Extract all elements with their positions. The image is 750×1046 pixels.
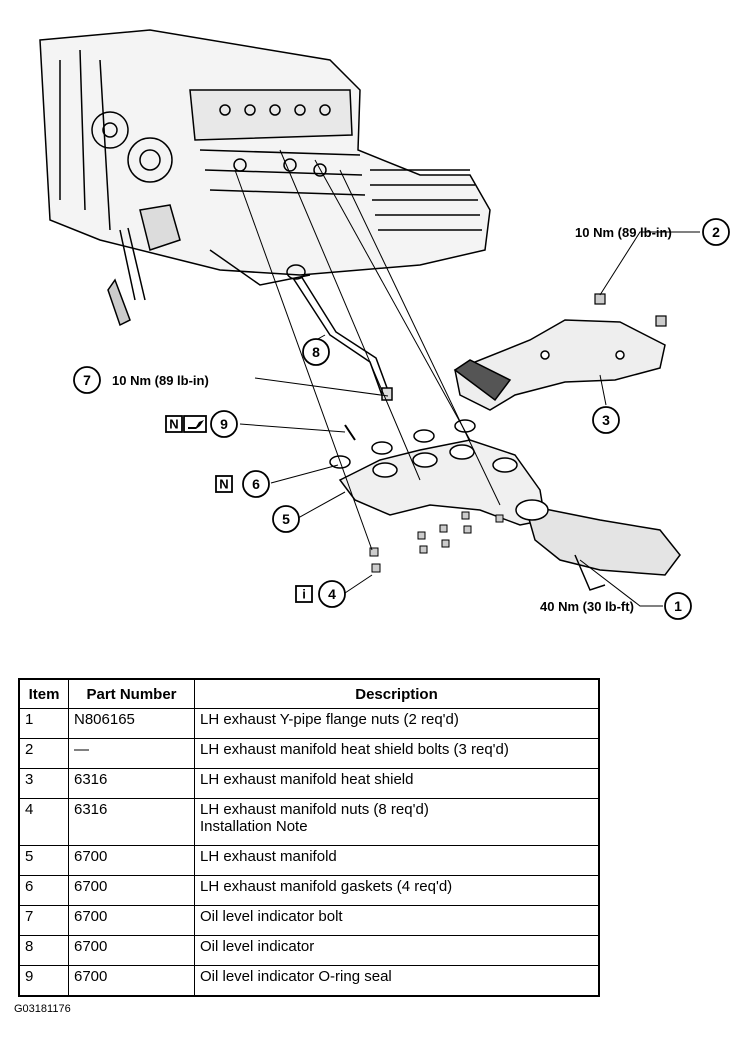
svg-text:1: 1 [674, 598, 682, 614]
svg-text:6: 6 [252, 476, 260, 492]
svg-text:5: 5 [282, 511, 290, 527]
cell-item: 1 [18, 708, 69, 739]
cell-item: 2 [18, 738, 69, 769]
svg-text:9: 9 [220, 416, 228, 432]
heat-shield [453, 319, 666, 411]
parts-table: Item Part Number Description 1 N806165 L… [18, 678, 600, 997]
cell-desc: LH exhaust manifold gaskets (4 req'd) [194, 875, 600, 906]
leader-lines [234, 149, 700, 607]
cell-item: 8 [18, 935, 69, 966]
cell-part: — [68, 738, 195, 769]
cell-item: 5 [18, 845, 69, 876]
callout-7: 7 10 Nm (89 lb-in) [73, 366, 209, 394]
table-row: 4 6316 LH exhaust manifold nuts (8 req'd… [18, 798, 600, 846]
manifold-nuts [369, 511, 504, 573]
svg-text:3: 3 [602, 412, 610, 428]
cell-item: 3 [18, 768, 69, 799]
cell-desc: Oil level indicator bolt [194, 905, 600, 936]
cell-part: 6700 [68, 935, 195, 966]
cell-desc: LH exhaust Y-pipe flange nuts (2 req'd) [194, 708, 600, 739]
catalytic-converter [515, 499, 681, 591]
cell-desc: Oil level indicator O-ring seal [194, 965, 600, 997]
svg-text:N: N [169, 417, 178, 432]
cell-desc: LH exhaust manifold nuts (8 req'd) Insta… [194, 798, 600, 846]
cell-desc: LH exhaust manifold heat shield [194, 768, 600, 799]
cell-part: 6700 [68, 845, 195, 876]
callout-3: 3 [592, 406, 620, 434]
cell-desc: Oil level indicator [194, 935, 600, 966]
table-header-row: Item Part Number Description [18, 678, 600, 709]
svg-text:7: 7 [83, 372, 91, 388]
table-row: 5 6700 LH exhaust manifold [18, 845, 600, 876]
exhaust-manifold [338, 439, 546, 526]
callout-9: N 9 [165, 410, 238, 438]
oil-level-indicator [286, 264, 393, 441]
svg-text:8: 8 [312, 344, 320, 360]
table-row: 1 N806165 LH exhaust Y-pipe flange nuts … [18, 708, 600, 739]
header-description: Description [194, 678, 600, 709]
engine-illustration [39, 29, 491, 327]
cell-desc-text: LH exhaust manifold nuts (8 req'd) [200, 801, 429, 818]
cell-desc: LH exhaust manifold heat shield bolts (3… [194, 738, 600, 769]
cell-item: 7 [18, 905, 69, 936]
cell-part: 6700 [68, 875, 195, 906]
header-item: Item [18, 678, 69, 709]
header-part-number: Part Number [68, 678, 195, 709]
cell-part: N806165 [68, 708, 195, 739]
cell-part: 6700 [68, 905, 195, 936]
cell-part: 6316 [68, 768, 195, 799]
table-row: 7 6700 Oil level indicator bolt [18, 905, 600, 936]
installation-note-link[interactable]: Installation Note [200, 818, 308, 835]
cell-item: 4 [18, 798, 69, 846]
cell-part: 6700 [68, 965, 195, 997]
svg-text:2: 2 [712, 224, 720, 240]
oil-can-icon [188, 420, 204, 429]
figure-code: G03181176 [14, 1003, 71, 1015]
callout-6: N 6 [215, 470, 270, 498]
svg-text:N: N [219, 477, 228, 492]
callout-8: 8 [302, 338, 330, 366]
callout-4: i 4 [295, 580, 346, 608]
cell-item: 9 [18, 965, 69, 997]
table-row: 6 6700 LH exhaust manifold gaskets (4 re… [18, 875, 600, 906]
svg-text:40 Nm (30 lb-ft): 40 Nm (30 lb-ft) [540, 599, 634, 614]
exhaust-manifold-diagram: 40 Nm (30 lb-ft) 1 10 Nm (89 lb-in) 2 3 … [39, 29, 730, 620]
svg-text:i: i [302, 587, 306, 602]
callout-5: 5 [272, 505, 300, 533]
table-row: 3 6316 LH exhaust manifold heat shield [18, 768, 600, 799]
svg-text:10 Nm (89 lb-in): 10 Nm (89 lb-in) [575, 225, 672, 240]
table-row: 8 6700 Oil level indicator [18, 935, 600, 966]
cell-part: 6316 [68, 798, 195, 846]
callout-1: 40 Nm (30 lb-ft) 1 [540, 592, 692, 620]
heat-shield-bolts [594, 293, 667, 327]
cell-item: 6 [18, 875, 69, 906]
callout-2: 10 Nm (89 lb-in) 2 [575, 218, 730, 246]
table-row: 9 6700 Oil level indicator O-ring seal [18, 965, 600, 997]
cell-desc: LH exhaust manifold [194, 845, 600, 876]
svg-text:10 Nm (89 lb-in): 10 Nm (89 lb-in) [112, 373, 209, 388]
svg-text:4: 4 [328, 586, 336, 602]
table-row: 2 — LH exhaust manifold heat shield bolt… [18, 738, 600, 769]
